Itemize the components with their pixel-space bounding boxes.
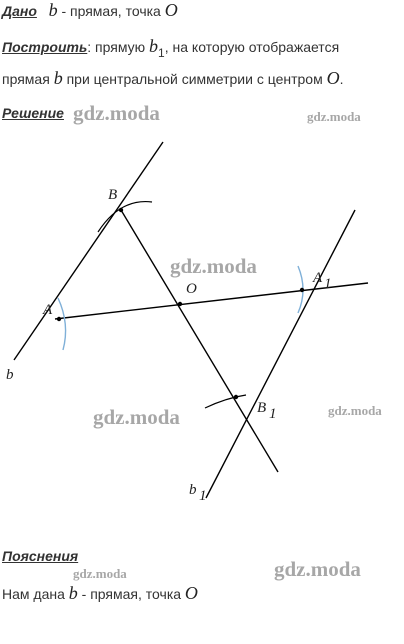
line-a-a1 bbox=[54, 282, 369, 320]
watermark: gdz.moda bbox=[73, 101, 160, 125]
explanation-heading-line: Пояснения bbox=[2, 548, 78, 564]
arc-at-a bbox=[57, 297, 67, 351]
explanation-text-line: Нам дана b - прямая, точка O bbox=[2, 583, 198, 604]
construct-b: b bbox=[53, 68, 63, 88]
watermark: gdz.moda bbox=[170, 254, 257, 278]
line-b-b1 bbox=[120, 209, 279, 473]
explanation-b: b bbox=[68, 583, 78, 603]
label-b1-sub: 1 bbox=[269, 406, 277, 422]
arc-at-b1 bbox=[204, 394, 247, 409]
given-label: Дано bbox=[2, 3, 37, 19]
construct-period: . bbox=[339, 71, 344, 87]
explanation-o: O bbox=[184, 583, 198, 603]
explanation-text-2: - прямая, точка bbox=[77, 586, 185, 602]
given-b: b bbox=[48, 0, 58, 20]
solution-label: Решение bbox=[2, 105, 64, 121]
label-o-point: O bbox=[186, 281, 197, 297]
label-a-point: A bbox=[42, 302, 53, 318]
construct-line-1: Построить: прямую b1, на которую отображ… bbox=[2, 36, 339, 60]
label-line-b: b bbox=[6, 367, 14, 383]
label-line-b1: b bbox=[189, 482, 197, 498]
point-b1 bbox=[233, 394, 239, 400]
construct-line-2: прямая b при центральной симметрии с цен… bbox=[2, 68, 344, 89]
watermark: gdz.moda bbox=[73, 566, 127, 581]
construct-text-4: при центральной симметрии с центром bbox=[62, 71, 327, 87]
label-b1-point: B bbox=[257, 400, 266, 416]
label-b-point: B bbox=[108, 187, 117, 203]
label-a1-point: A bbox=[312, 270, 323, 286]
watermark: gdz.moda bbox=[307, 109, 361, 124]
given-line: Дано b - прямая, точка O bbox=[2, 0, 178, 21]
given-o: O bbox=[164, 0, 178, 20]
arc-at-b bbox=[97, 200, 153, 233]
line-b1 bbox=[205, 209, 356, 499]
solution-line: Решение bbox=[2, 105, 64, 121]
label-a1-sub: 1 bbox=[324, 276, 332, 292]
label-line-b1-sub: 1 bbox=[199, 488, 207, 504]
watermark: gdz.moda bbox=[328, 403, 382, 418]
construct-text-3: прямая bbox=[2, 71, 54, 87]
construct-label: Построить bbox=[2, 39, 88, 55]
point-a bbox=[56, 316, 62, 322]
construct-text-2: , на которую отображается bbox=[164, 39, 340, 55]
line-b bbox=[13, 141, 164, 361]
explanation-text-1: Нам дана bbox=[2, 586, 69, 602]
point-a1 bbox=[299, 287, 305, 293]
construct-text-1: : прямую bbox=[87, 39, 150, 55]
given-text: - прямая, точка bbox=[57, 3, 165, 19]
watermark: gdz.moda bbox=[274, 557, 361, 581]
construct-b1-sub: 1 bbox=[158, 46, 165, 60]
point-b bbox=[118, 207, 124, 213]
construct-b1: b bbox=[149, 36, 159, 56]
explanation-label: Пояснения bbox=[2, 548, 79, 564]
watermark: gdz.moda bbox=[93, 405, 180, 429]
point-o bbox=[177, 301, 183, 307]
construct-o: O bbox=[326, 68, 340, 88]
